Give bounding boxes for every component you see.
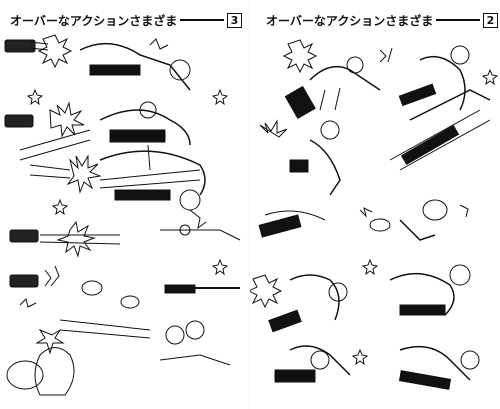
left-action-drawings xyxy=(4,34,241,396)
right-header-rule xyxy=(436,19,480,21)
right-page-header: オーバーなアクションさまざま 2 xyxy=(266,10,498,30)
left-page-illustration xyxy=(0,30,250,409)
fallen-figure-middle xyxy=(259,87,491,196)
left-page-number: 3 xyxy=(227,12,242,28)
scattered-stars-right xyxy=(351,68,499,366)
flying-figures-bottom xyxy=(250,264,480,390)
scattered-stars xyxy=(26,88,229,276)
punch-burst-2 xyxy=(4,101,191,171)
punch-burst-4 xyxy=(9,209,241,258)
left-header-rule xyxy=(180,19,224,21)
left-page: オーバーなアクションさまざま 3 xyxy=(0,10,250,409)
tumbling-figure xyxy=(258,199,469,241)
right-action-drawings xyxy=(250,39,499,390)
left-page-header: オーバーなアクションさまざま 3 xyxy=(10,10,242,30)
right-page-number: 2 xyxy=(483,12,498,28)
punch-burst-5 xyxy=(9,265,240,309)
right-page: オーバーなアクションさまざま 2 xyxy=(250,0,500,409)
left-page-title: オーバーなアクションさまざま xyxy=(10,13,178,28)
right-page-title: オーバーなアクションさまざま xyxy=(266,13,434,28)
flying-figures-top xyxy=(282,39,470,119)
punch-burst-1 xyxy=(4,34,191,91)
punch-burst-3 xyxy=(29,150,206,211)
right-page-illustration xyxy=(250,30,500,409)
punch-burst-6 xyxy=(6,319,231,396)
